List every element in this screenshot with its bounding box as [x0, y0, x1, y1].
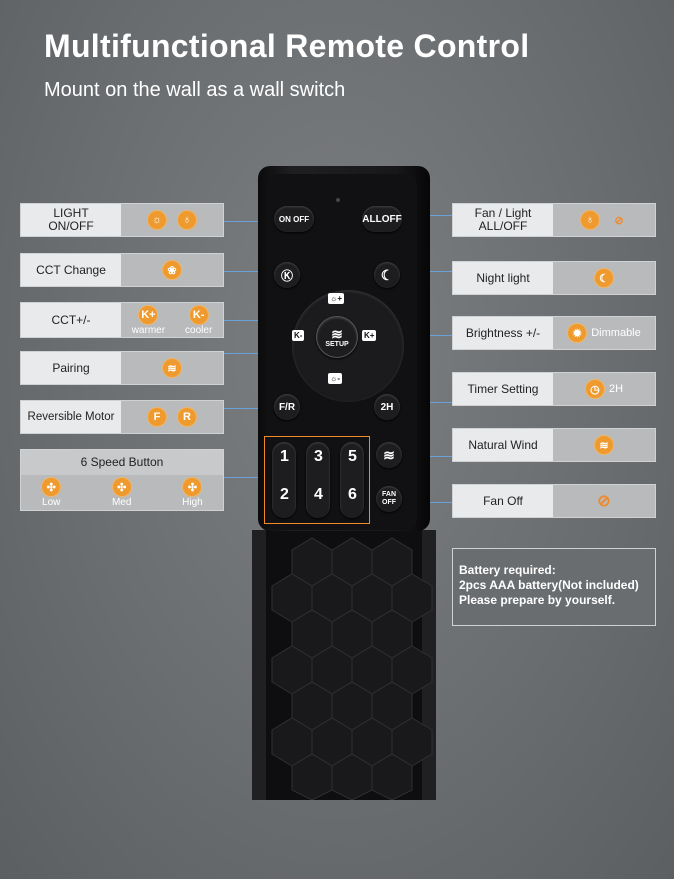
connector-line: [224, 271, 270, 272]
callout-light-onoff: LIGHT ON/OFF ☼ ♁: [20, 203, 224, 237]
fan-off-icon: ⊘: [597, 493, 611, 510]
wind-icon: ≋: [594, 435, 614, 455]
speed-pill-1-2[interactable]: [272, 442, 296, 518]
battery-line-3: Please prepare by yourself.: [459, 593, 616, 607]
cct-plus-button[interactable]: K+: [362, 330, 377, 341]
natural-wind-button[interactable]: ≋: [376, 442, 402, 468]
speed-3-label: 3: [314, 448, 323, 465]
light-on-icon: ☼: [147, 210, 167, 230]
callout-timer: Timer Setting ◷2H: [452, 372, 656, 406]
timer-2h-button[interactable]: 2H: [374, 394, 400, 420]
led-indicator: [336, 198, 340, 202]
forward-icon: F: [147, 407, 167, 427]
page-subtitle: Mount on the wall as a wall switch: [44, 79, 346, 101]
page-title: Multifunctional Remote Control: [44, 28, 530, 64]
callout-6-speed: 6 Speed Button ✣Low ✣Med ✣High: [20, 449, 224, 511]
timer-label: 2H: [608, 383, 624, 395]
speed-1-label: 1: [280, 448, 289, 465]
callout-cct-plus-minus: CCT+/- K+warmer K-cooler: [20, 302, 224, 338]
moon-icon: ☾: [594, 268, 614, 288]
light-on-off-button[interactable]: ON OFF: [274, 206, 314, 232]
moon-icon: ☾: [380, 266, 394, 283]
callout-label: 6 Speed Button: [21, 450, 223, 475]
bulb-icon: ♁: [177, 210, 197, 230]
callout-label: Fan / Light ALL/OFF: [453, 204, 553, 236]
cooler-label: cooler: [185, 324, 213, 336]
cct-icon: Ⓚ: [280, 268, 293, 283]
fan-off-button[interactable]: FAN OFF: [376, 486, 402, 512]
callout-label: Fan Off: [453, 485, 553, 517]
setup-label: SETUP: [325, 340, 349, 348]
wind-icon: ≋: [383, 446, 395, 463]
fan-med-icon: ✣: [111, 477, 132, 497]
speed-pill-5-6[interactable]: [340, 442, 364, 518]
callout-pairing: Pairing ≋: [20, 351, 224, 385]
callout-label: Night light: [453, 262, 553, 294]
all-off-button[interactable]: ALLOFF: [362, 206, 402, 232]
callout-label: Natural Wind: [453, 429, 553, 461]
low-label: Low: [42, 497, 61, 508]
med-label: Med: [111, 497, 132, 508]
battery-line-1: Battery required:: [459, 563, 556, 577]
high-label: High: [182, 497, 203, 508]
wall-holder: [252, 530, 436, 800]
fan-high-icon: ✣: [182, 477, 203, 497]
fan-off-icon: ⊘: [614, 214, 624, 227]
cct-minus-button[interactable]: K-: [292, 330, 305, 341]
callout-fan-off: Fan Off ⊘: [452, 484, 656, 518]
fan-low-icon: ✣: [41, 477, 62, 497]
connector-line: [224, 477, 270, 478]
wifi-icon: ≋: [331, 325, 343, 342]
callout-night-light: Night light ☾: [452, 261, 656, 295]
bulb-icon: ♁: [580, 210, 600, 230]
setup-button[interactable]: ≋ SETUP: [316, 316, 358, 358]
speed-box-outline: [264, 436, 370, 524]
speed-pill-3-4[interactable]: [306, 442, 330, 518]
speed-5-label: 5: [348, 448, 357, 465]
alarm-clock-icon: ◷: [584, 379, 605, 399]
callout-label: Pairing: [21, 352, 121, 384]
callout-label: Timer Setting: [453, 373, 553, 405]
dimmable-label: Dimmable: [591, 327, 641, 339]
speed-4-label: 4: [314, 486, 323, 503]
reverse-button[interactable]: F/R: [274, 394, 300, 420]
battery-note: Battery required: 2pcs AAA battery(Not i…: [452, 548, 656, 626]
wifi-icon: ≋: [162, 358, 182, 378]
night-light-button[interactable]: ☾: [374, 262, 400, 288]
hex-pattern: [271, 537, 433, 800]
color-circles-icon: ❀: [162, 260, 182, 280]
callout-natural-wind: Natural Wind ≋: [452, 428, 656, 462]
brightness-down-button[interactable]: ☼-: [328, 373, 342, 384]
callout-fan-light-all-off: Fan / Light ALL/OFF ♁ ⊘: [452, 203, 656, 237]
callout-label: Reversible Motor: [21, 401, 121, 433]
warmer-label: warmer: [131, 324, 166, 336]
callout-cct-change: CCT Change ❀: [20, 253, 224, 287]
connector-line: [224, 221, 270, 222]
callout-label: CCT Change: [21, 254, 121, 286]
battery-line-2: 2pcs AAA battery(Not included): [459, 578, 639, 592]
callout-label: CCT+/-: [21, 303, 121, 337]
remote-control: ON OFF ALLOFF Ⓚ ☾ ☼+ ☼- K- K+ ≋ SETUP F/…: [252, 166, 436, 800]
speed-2-label: 2: [280, 486, 289, 503]
reverse-icon: R: [177, 407, 197, 427]
callout-label: LIGHT ON/OFF: [21, 204, 121, 236]
k-minus-icon: K-: [188, 304, 209, 325]
callout-brightness: Brightness +/- ✹Dimmable: [452, 316, 656, 350]
gear-icon: ✹: [567, 323, 588, 343]
cct-change-button[interactable]: Ⓚ: [274, 262, 300, 288]
speed-6-label: 6: [348, 486, 357, 503]
connector-line: [224, 408, 270, 409]
callout-label: Brightness +/-: [453, 317, 553, 349]
k-plus-icon: K+: [138, 304, 159, 325]
brightness-up-button[interactable]: ☼+: [328, 293, 345, 304]
